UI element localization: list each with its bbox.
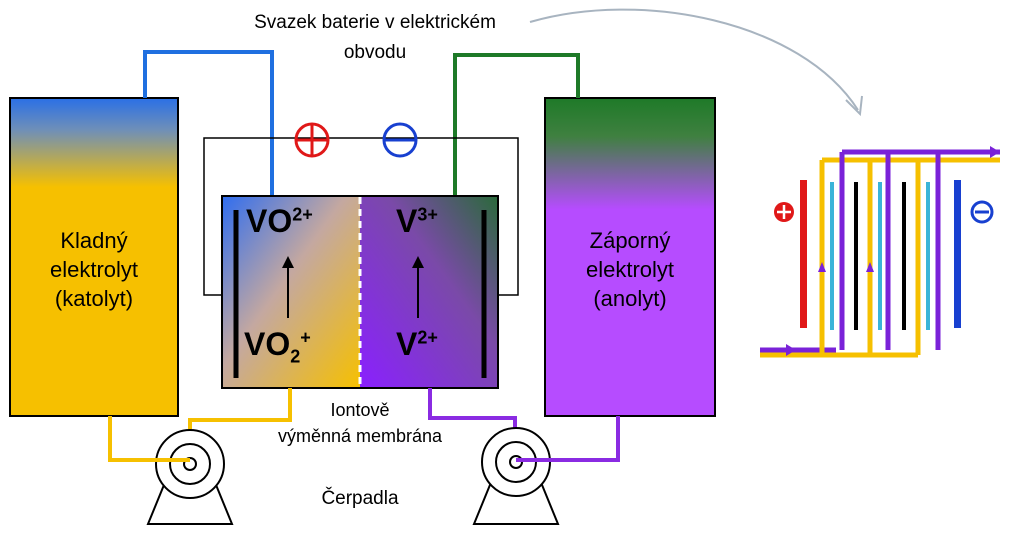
left-tank-label-1: Kladný	[60, 228, 128, 253]
cell-right-half	[360, 196, 498, 388]
blue-wire	[143, 50, 274, 196]
right-tank	[544, 97, 716, 417]
stack-minus-symbol	[970, 200, 994, 224]
left-tank-label-2: elektrolyt	[49, 257, 139, 282]
stack-title-line1: Svazek baterie v elektrickém	[254, 12, 496, 33]
left-pump	[146, 429, 234, 525]
circuit-wire	[203, 137, 519, 296]
left-tank-label-3: (katolyt)	[54, 286, 134, 311]
stack-title-line2: obvodu	[343, 42, 407, 63]
ion-v2plus: V2+	[396, 326, 438, 362]
right-tank-label-1: Záporný	[589, 228, 671, 253]
membrane-label-1: Iontově	[330, 400, 390, 420]
pumps-label: Čerpadla	[321, 488, 399, 509]
curved-arrowhead	[845, 95, 863, 117]
plus-symbol	[294, 122, 330, 158]
curved-arrow	[529, 8, 859, 111]
membrane-label-2: výměnná membrána	[277, 426, 443, 446]
battery-stack	[760, 146, 1000, 358]
cell-left-half	[222, 196, 360, 388]
minus-symbol	[382, 122, 418, 158]
right-pump	[472, 427, 560, 525]
green-wire	[453, 53, 580, 196]
left-tank	[9, 97, 179, 417]
right-reaction-arrowhead	[412, 256, 424, 268]
right-tank-label-3: (anolyt)	[593, 286, 667, 311]
cell-border	[221, 195, 499, 389]
ion-vo2-bottom: VO2+	[244, 326, 311, 367]
stack-plus-symbol	[774, 202, 794, 222]
left-reaction-arrowhead	[282, 256, 294, 268]
ion-vo2plus-top: VO2+	[246, 203, 313, 239]
ion-v3plus: V3+	[396, 203, 438, 239]
right-tank-label-2: elektrolyt	[585, 257, 675, 282]
